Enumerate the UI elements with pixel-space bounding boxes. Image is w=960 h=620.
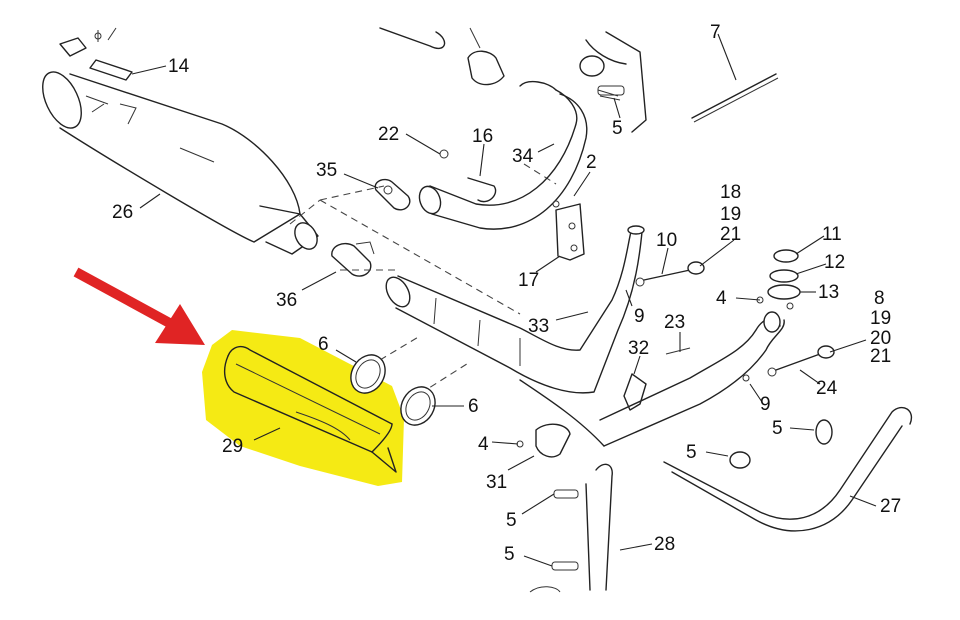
leader-lines	[131, 33, 877, 567]
clamp-part-36	[331, 241, 375, 277]
sensor-part-10	[635, 261, 705, 287]
callout-19-lower: 19	[870, 308, 891, 329]
callout-5-lower-a: 5	[506, 510, 517, 531]
callout-7: 7	[710, 22, 721, 43]
callout-17: 17	[518, 270, 539, 291]
callout-23: 23	[664, 312, 685, 333]
callout-32: 32	[628, 338, 649, 359]
callout-19-upper: 19	[720, 204, 741, 225]
heat-shield-part-29	[223, 345, 397, 473]
top-center-fittings	[379, 27, 647, 133]
front-pipe	[519, 311, 785, 447]
callout-8: 8	[874, 288, 885, 309]
pipe-part-28	[585, 463, 613, 591]
callout-10: 10	[656, 230, 677, 251]
red-arrow-icon	[73, 267, 205, 345]
callout-36: 36	[276, 290, 297, 311]
callout-9-lower: 9	[760, 394, 771, 415]
callout-34: 34	[512, 146, 534, 167]
callout-5-top: 5	[612, 118, 623, 139]
clamp-ring-part-6	[350, 354, 436, 426]
callout-5-mid: 5	[686, 442, 697, 463]
callout-6-left: 6	[318, 334, 329, 355]
bracket-part-31	[516, 423, 571, 458]
callout-35: 35	[316, 160, 337, 181]
callout-4-lower: 4	[478, 434, 489, 455]
highlight-part-29	[202, 330, 404, 486]
callout-5-right: 5	[772, 418, 783, 439]
callout-24: 24	[816, 378, 838, 399]
bracket-part-17	[552, 200, 585, 261]
callout-2: 2	[586, 152, 597, 173]
rod-part-7	[691, 73, 779, 123]
pipe-part-27	[663, 406, 913, 532]
callout-18: 18	[720, 182, 741, 203]
callout-20: 20	[870, 328, 891, 349]
callout-11: 11	[822, 224, 842, 245]
callout-14: 14	[168, 56, 190, 77]
callout-5-lower-b: 5	[504, 544, 515, 565]
callout-26: 26	[112, 202, 133, 223]
callout-12: 12	[824, 252, 845, 273]
callout-29: 29	[222, 436, 243, 457]
pipe-part-34	[418, 80, 588, 230]
callout-labels: 14 26 22 16 35 34 2 5 7 18 19 21 10 11 1…	[112, 22, 901, 565]
callout-4-right: 4	[716, 288, 727, 309]
callout-6-right: 6	[468, 396, 479, 417]
callout-27: 27	[880, 496, 901, 517]
clamp-part-35	[374, 178, 411, 211]
callout-22: 22	[378, 124, 399, 145]
callout-33: 33	[528, 316, 549, 337]
callout-21-upper: 21	[720, 224, 741, 245]
callout-31: 31	[486, 472, 507, 493]
pipe-part-33	[385, 225, 645, 394]
callout-9-upper: 9	[634, 306, 645, 327]
callout-13: 13	[818, 282, 839, 303]
callout-28: 28	[654, 534, 675, 555]
muffler-part-26	[42, 71, 319, 255]
sensor-part-24	[767, 345, 835, 377]
gasket-parts-11-12-13	[756, 249, 801, 310]
assembly-dashed-lines	[289, 163, 557, 401]
callout-21-lower: 21	[870, 346, 891, 367]
bracket-part-14	[59, 27, 133, 81]
callout-16: 16	[472, 126, 493, 147]
